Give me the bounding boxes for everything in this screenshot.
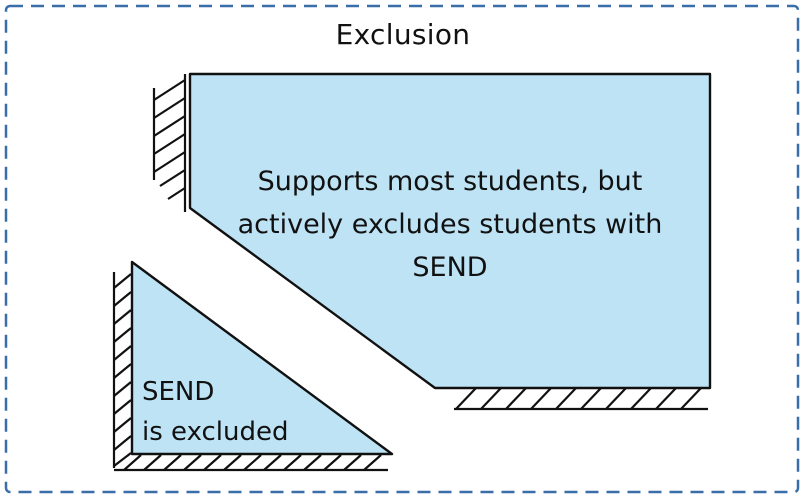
large-block-label: Supports most students, but actively exc… <box>190 160 710 289</box>
large-block-bottom-hatching <box>454 387 708 411</box>
small-triangle-bottom-hatching <box>114 454 388 472</box>
dashed-frame <box>4 4 800 494</box>
large-block-label-line-2: actively excludes students with <box>237 209 663 240</box>
small-triangle-label-line-1: SEND <box>142 377 215 407</box>
small-triangle-shape <box>130 260 394 456</box>
small-triangle-label: SEND is excluded <box>142 372 289 452</box>
small-triangle-label-line-2: is excluded <box>142 417 289 447</box>
diagram-title: Exclusion <box>335 18 471 51</box>
large-block-left-hatching <box>152 74 187 212</box>
large-block-shape <box>188 72 712 390</box>
large-block-label-line-1: Supports most students, but <box>257 166 643 197</box>
small-triangle-left-hatching <box>112 272 132 468</box>
large-block-label-line-3: SEND <box>412 252 488 283</box>
